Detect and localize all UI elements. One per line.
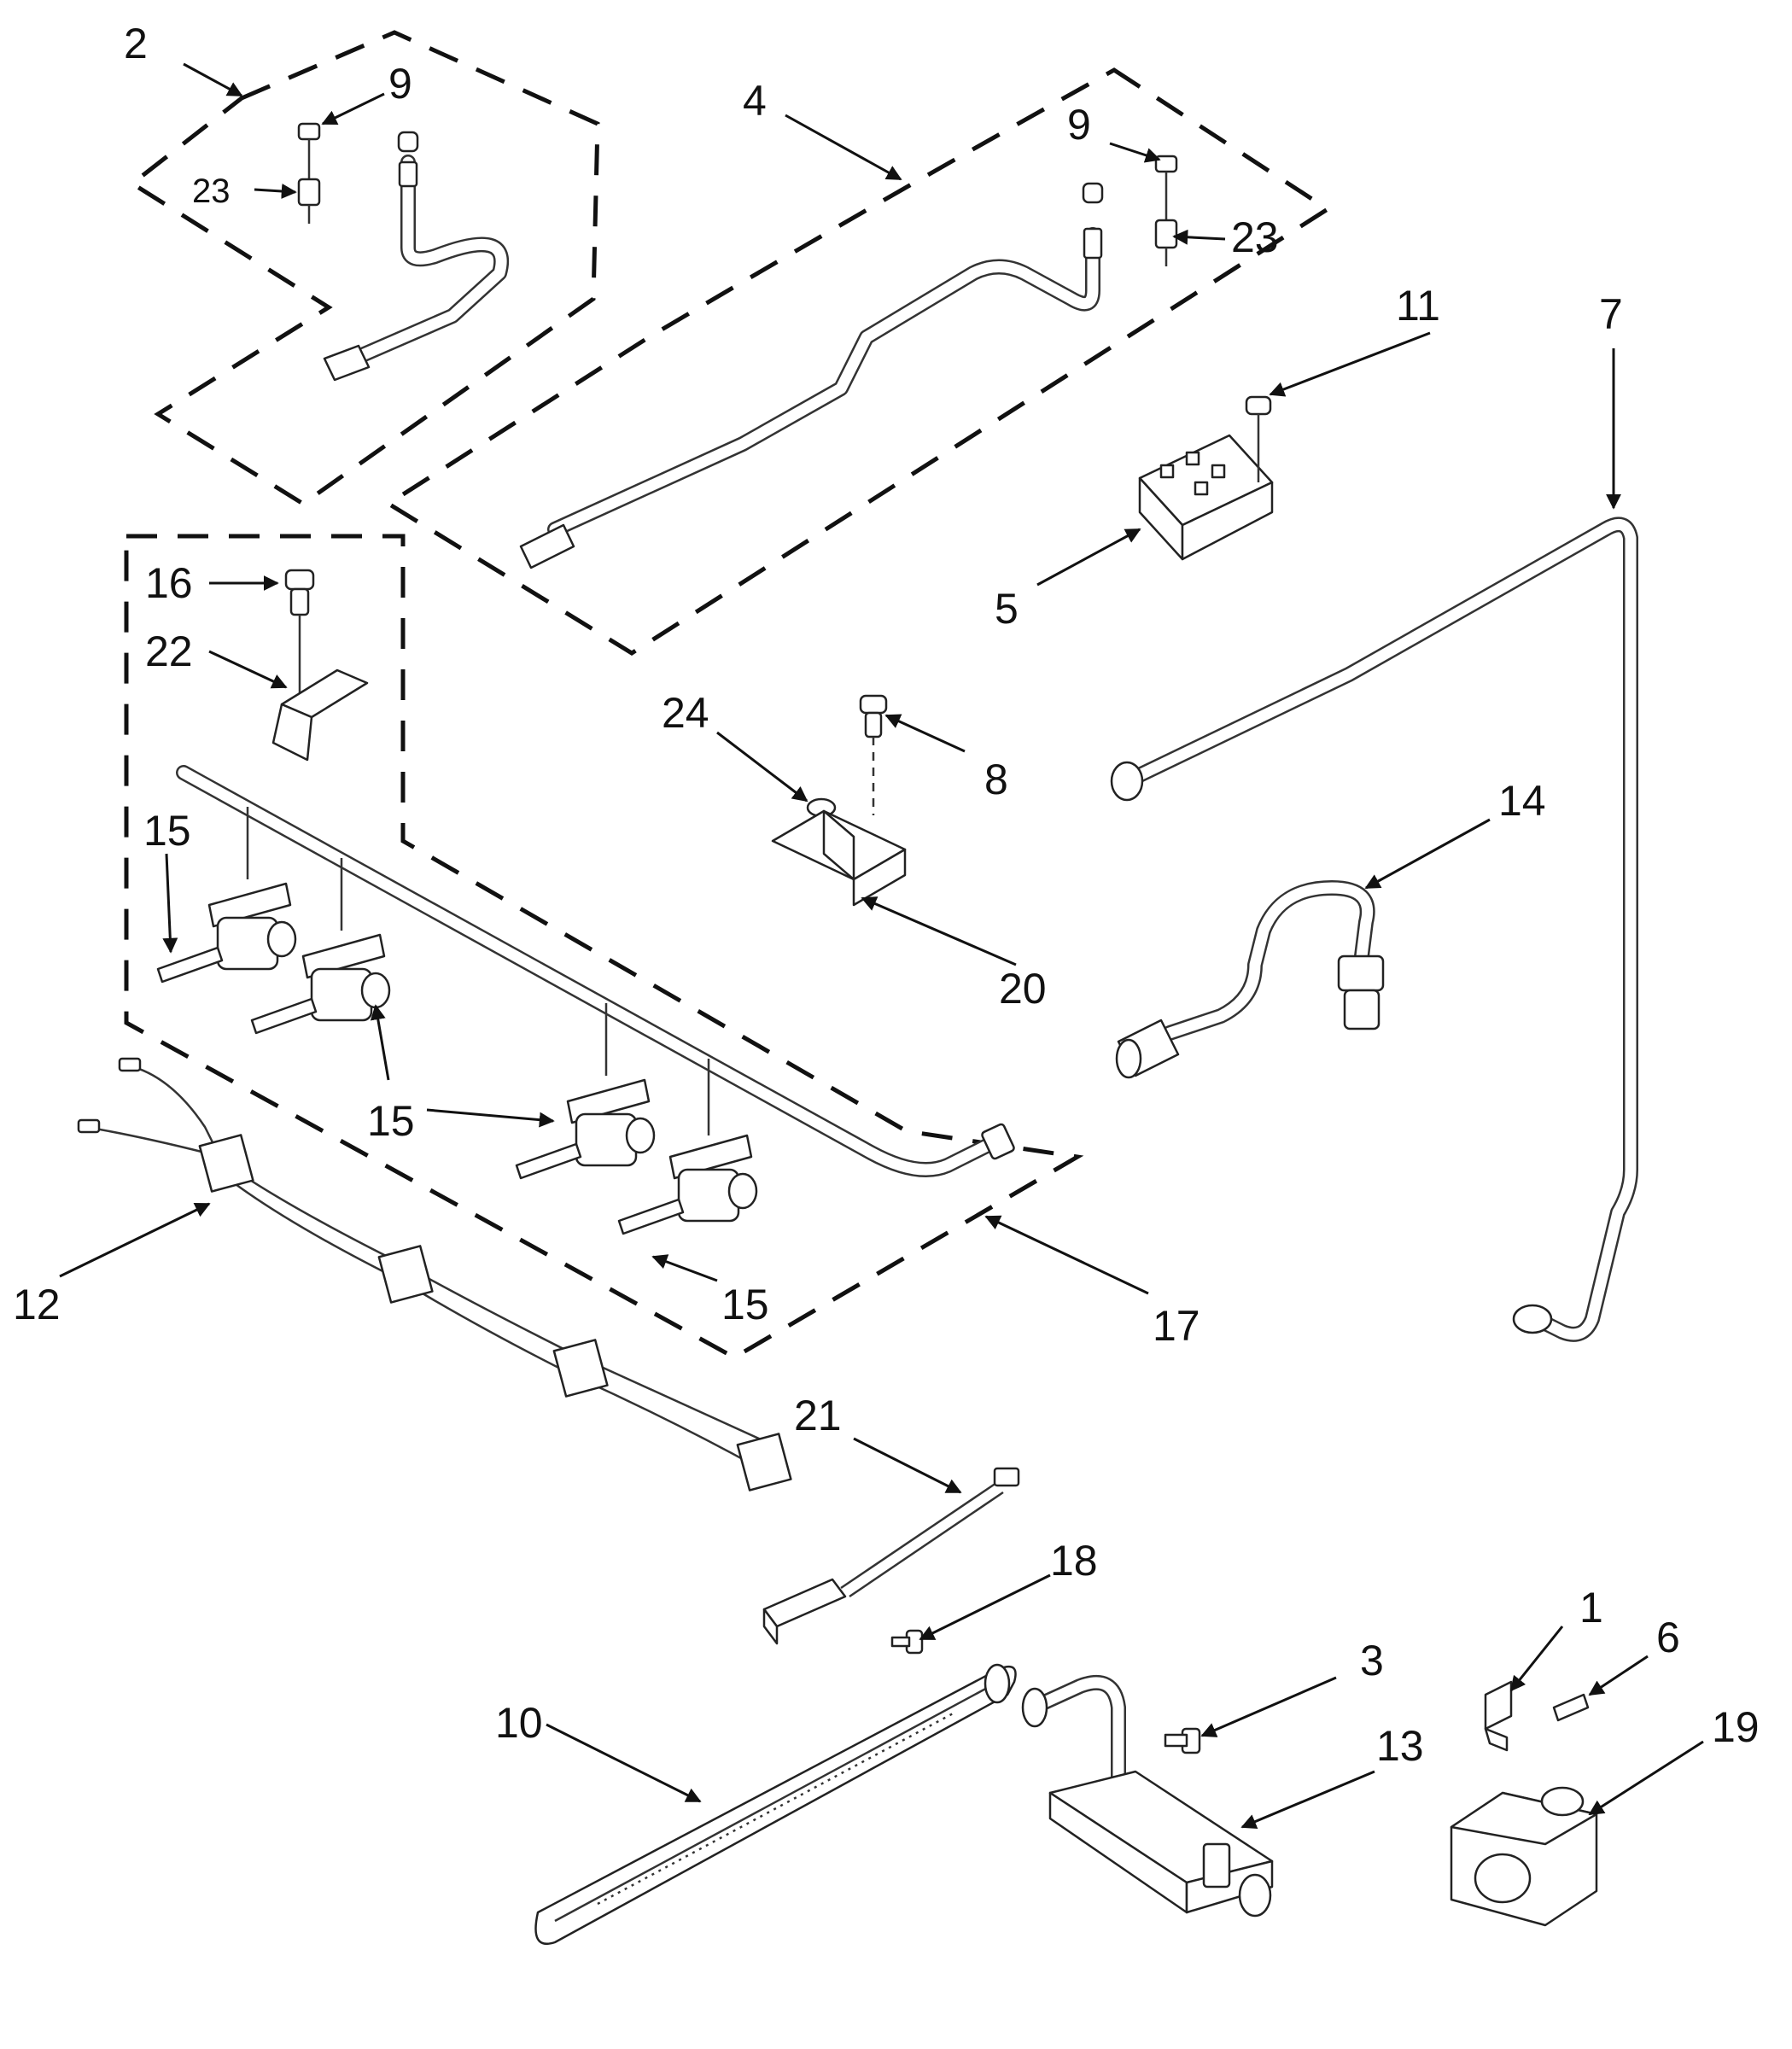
callout-20: 20 xyxy=(999,965,1047,1013)
callout-6: 6 xyxy=(1656,1614,1680,1661)
callout-23-right: 23 xyxy=(1231,213,1279,261)
callout-22: 22 xyxy=(145,628,193,675)
burner-valve-1 xyxy=(156,882,297,984)
manifold-pipe xyxy=(176,765,1015,1177)
assembly-4-screw-electrode xyxy=(1154,155,1178,266)
callout-8: 8 xyxy=(984,756,1008,803)
curved-hose xyxy=(1115,880,1385,1079)
burner-tube xyxy=(534,1663,1017,1945)
callout-4: 4 xyxy=(743,77,767,125)
callout-9-left: 9 xyxy=(388,60,412,108)
callout-3: 3 xyxy=(1360,1637,1384,1684)
callout-24: 24 xyxy=(662,689,709,737)
callout-15-b: 15 xyxy=(367,1097,415,1145)
callout-10: 10 xyxy=(495,1699,543,1747)
pressure-regulator xyxy=(1450,1786,1598,1927)
callout-9-right: 9 xyxy=(1067,101,1091,149)
burner-valve-3 xyxy=(515,1078,656,1180)
callout-11: 11 xyxy=(1396,282,1440,330)
igniter-screw xyxy=(890,1629,924,1655)
bracket-screw-8 xyxy=(859,694,888,815)
regulator-clip xyxy=(1484,1680,1513,1752)
module-screw xyxy=(1245,395,1272,482)
callout-1: 1 xyxy=(1579,1584,1603,1632)
spark-module xyxy=(1138,434,1274,561)
assembly-4-outline xyxy=(384,67,1332,656)
burner-valve-2 xyxy=(250,933,391,1035)
burner-valve-4 xyxy=(617,1134,758,1235)
callout-7: 7 xyxy=(1599,290,1623,338)
leader-lines xyxy=(59,62,1704,1830)
callout-15-c: 15 xyxy=(721,1281,769,1328)
callout-19: 19 xyxy=(1712,1703,1760,1751)
callout-23-left: 23 xyxy=(192,172,231,210)
long-gas-tube xyxy=(1110,517,1638,1342)
callout-14: 14 xyxy=(1498,777,1546,825)
wire-harness xyxy=(77,1057,792,1492)
manifold-bracket xyxy=(271,668,369,762)
burner-box xyxy=(1021,1675,1274,1918)
callout-21: 21 xyxy=(794,1392,842,1439)
callout-18: 18 xyxy=(1050,1537,1098,1585)
callout-13: 13 xyxy=(1376,1722,1424,1770)
assembly-4-tube xyxy=(519,182,1104,569)
mounting-bracket xyxy=(771,809,907,907)
callout-5: 5 xyxy=(995,585,1019,633)
callout-17: 17 xyxy=(1153,1302,1200,1350)
callout-16: 16 xyxy=(145,559,193,607)
manifold-valve-stems xyxy=(246,807,710,1135)
burner-box-screw xyxy=(1164,1727,1201,1754)
callout-12: 12 xyxy=(13,1281,61,1328)
assembly-2-outline xyxy=(128,30,600,506)
assembly-2-tube xyxy=(323,131,510,382)
orifice xyxy=(1552,1693,1590,1722)
assembly-2-screw-electrode xyxy=(297,122,321,224)
callout-15-a: 15 xyxy=(143,807,191,855)
igniter xyxy=(762,1467,1020,1645)
callout-2: 2 xyxy=(124,20,148,67)
